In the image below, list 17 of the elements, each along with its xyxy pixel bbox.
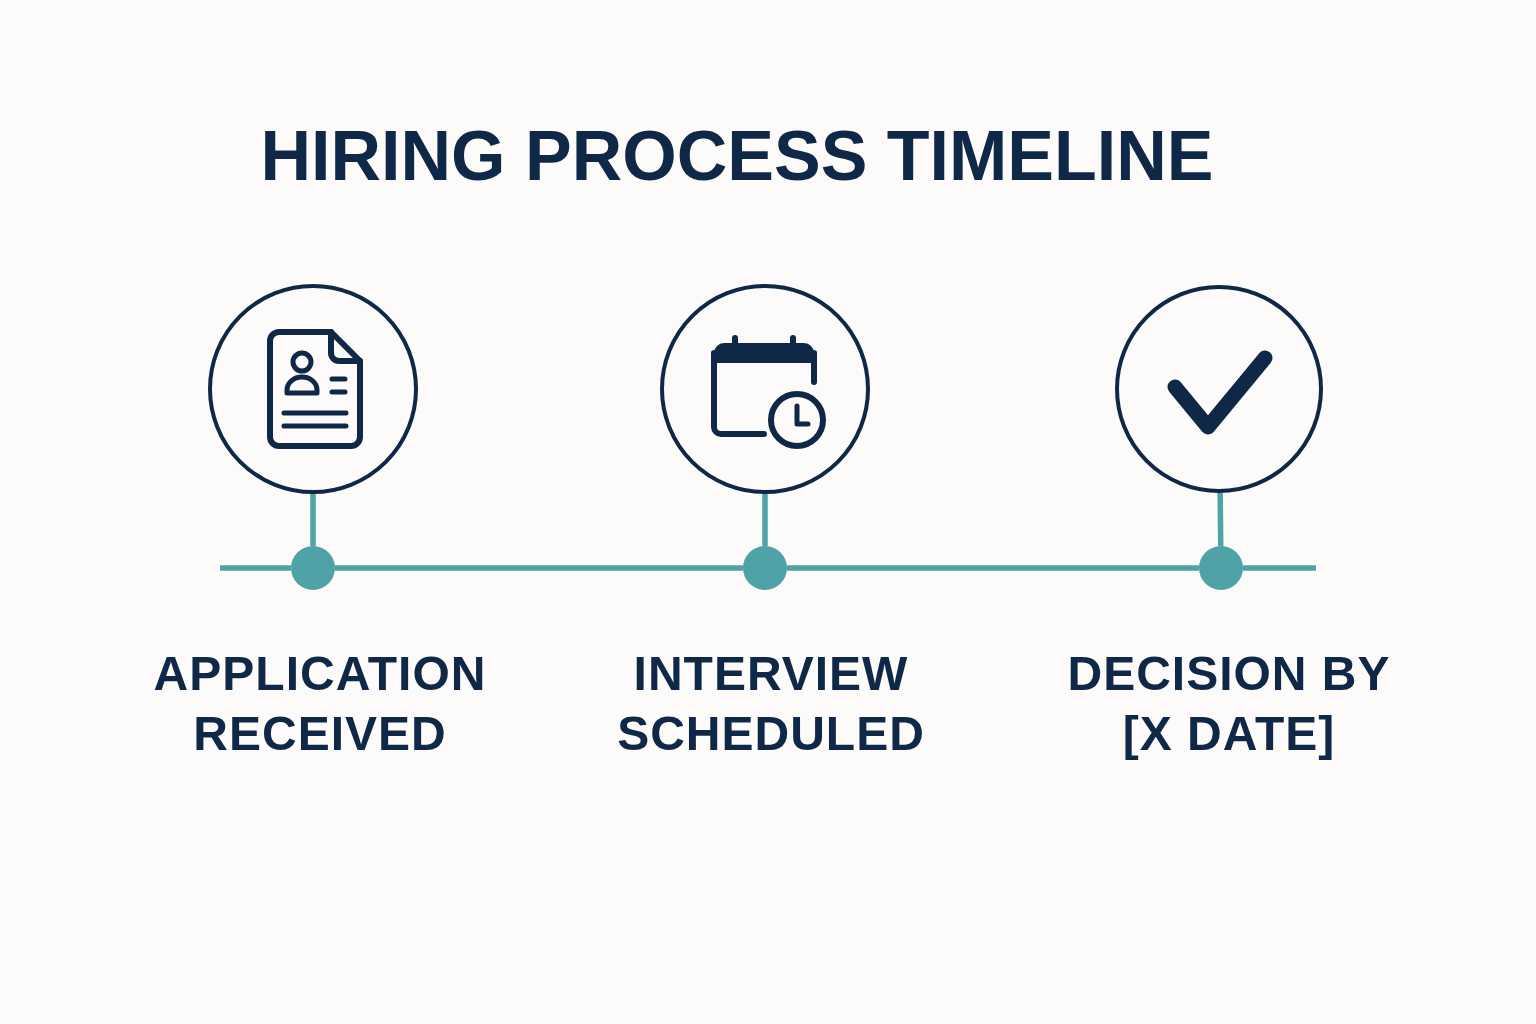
timeline-dot [291, 546, 335, 590]
step-circle [660, 284, 870, 494]
timeline-dot [743, 546, 787, 590]
step-label: INTERVIEW SCHEDULED [616, 646, 926, 762]
step-circle [1115, 285, 1323, 493]
step-label: DECISION BY [X DATE] [1066, 646, 1392, 762]
timeline-line [335, 565, 743, 571]
timeline-line [220, 565, 291, 571]
timeline-dot [1199, 546, 1243, 590]
connector-line [310, 494, 316, 546]
connector-line [1217, 492, 1224, 547]
diagram-title: HIRING PROCESS TIMELINE [259, 116, 1215, 197]
step-label: APPLICATION RECEIVED [152, 646, 488, 762]
connector-line [762, 494, 768, 546]
timeline-line [1243, 565, 1316, 571]
timeline-line [787, 565, 1199, 571]
step-circle [208, 284, 418, 494]
